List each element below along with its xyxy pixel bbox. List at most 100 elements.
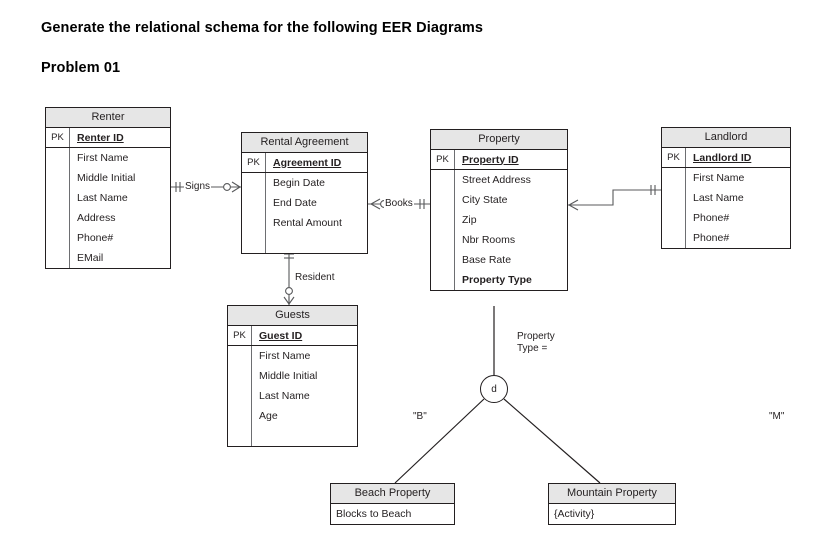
specialization-condition: Property Type = [516,331,556,355]
pk-marker: PK [242,153,266,172]
page-title: Generate the relational schema for the f… [41,20,484,36]
attribute-label: Rental Amount [273,217,342,229]
attribute-row: City State [431,190,567,210]
pk-cell-blank [46,208,70,228]
entity-beach-property[interactable]: Beach Property Blocks to Beach [330,483,455,525]
attribute-label: Blocks to Beach [336,508,412,520]
pk-marker: PK [431,150,455,169]
pk-marker: PK [46,128,70,147]
pk-cell-blank [242,213,266,233]
cardinality-resident-optional [285,287,293,295]
connector-property-landlord [568,189,661,206]
entity-mountain-property[interactable]: Mountain Property {Activity} [548,483,676,525]
entity-guests[interactable]: Guests PK Guest ID First Name Middle Ini… [227,305,358,447]
pk-cell-blank [662,208,686,228]
relationship-label-signs: Signs [184,181,212,192]
specialization-condition-line1: Property [517,331,555,342]
entity-property[interactable]: Property PK Property ID Street Address C… [430,129,568,291]
entity-rental-agreement[interactable]: Rental Agreement PK Agreement ID Begin D… [241,132,368,254]
pk-marker: PK [662,148,686,167]
attribute-label: Middle Initial [77,172,136,184]
entity-renter-key-row: PK Renter ID [46,128,170,148]
pk-cell-blank [662,228,686,248]
attribute-row: Address [46,208,170,228]
pk-cell-blank [46,168,70,188]
attribute-row: Street Address [431,170,567,190]
problem-title: Problem 01 [41,60,121,76]
attribute-row: Phone# [46,228,170,248]
pk-cell-blank [228,346,252,366]
attribute-label: Phone# [693,212,730,224]
specialization-condition-line2: Type = [517,343,548,354]
entity-rental-agreement-key: Agreement ID [273,156,342,169]
attribute-label: City State [462,194,508,206]
attribute-label: EMail [77,252,104,264]
attribute-label: Age [259,410,278,422]
pk-cell-blank [46,188,70,208]
attribute-label: Phone# [77,232,114,244]
cardinality-signs-many [231,181,242,193]
attribute-row: Middle Initial [46,168,170,188]
attribute-row-spacer [228,426,357,446]
attribute-row: Last Name [662,188,790,208]
attribute-row: EMail [46,248,170,268]
pk-cell-blank [431,190,455,210]
attribute-label: Street Address [462,174,531,186]
pk-cell-blank [228,366,252,386]
entity-landlord-key-row: PK Landlord ID [662,148,790,168]
attribute-row: First Name [662,168,790,188]
pk-cell-blank [662,168,686,188]
attribute-label: First Name [77,152,129,164]
attribute-row: Zip [431,210,567,230]
attribute-label: Middle Initial [259,370,318,382]
attribute-label: Nbr Rooms [462,234,516,246]
pk-cell-blank [431,170,455,190]
pk-cell-blank [46,228,70,248]
entity-renter[interactable]: Renter PK Renter ID First Name Middle In… [45,107,171,269]
entity-beach-property-title: Beach Property [331,484,454,504]
attribute-row: Rental Amount [242,213,367,233]
attribute-row: Phone# [662,228,790,248]
entity-renter-key: Renter ID [77,131,124,144]
relationship-label-books: Books [384,198,414,209]
pk-cell-blank [431,270,455,290]
attribute-label: First Name [259,350,311,362]
attribute-label: Last Name [693,192,744,204]
entity-property-discriminator: Property Type [462,274,532,286]
attribute-row: End Date [242,193,367,213]
disjoint-specialization-circle: d [480,375,508,403]
pk-marker: PK [228,326,252,345]
attribute-row: Nbr Rooms [431,230,567,250]
attribute-label: Address [77,212,116,224]
attribute-row: Base Rate [431,250,567,270]
attribute-row: Age [228,406,357,426]
pk-cell-blank [431,250,455,270]
entity-landlord-key: Landlord ID [693,151,752,164]
attribute-row: Last Name [228,386,357,406]
attribute-row: Middle Initial [228,366,357,386]
pk-cell-blank [242,173,266,193]
entity-landlord[interactable]: Landlord PK Landlord ID First Name Last … [661,127,791,249]
cardinality-resident-many [283,296,295,305]
attribute-row: Begin Date [242,173,367,193]
entity-landlord-title: Landlord [662,128,790,148]
attribute-label: Last Name [77,192,128,204]
pk-cell-blank [242,233,266,253]
entity-guests-title: Guests [228,306,357,326]
entity-guests-key-row: PK Guest ID [228,326,357,346]
attribute-label: {Activity} [554,508,595,520]
entity-property-title: Property [431,130,567,150]
entity-rental-agreement-key-row: PK Agreement ID [242,153,367,173]
attribute-label: Zip [462,214,477,226]
connector-specialization-beach [394,398,485,484]
entity-property-key-row: PK Property ID [431,150,567,170]
discriminator-row: Property Type [431,270,567,290]
entity-mountain-property-title: Mountain Property [549,484,675,504]
entity-guests-key: Guest ID [259,329,303,342]
attribute-label: Base Rate [462,254,512,266]
attribute-label: Last Name [259,390,310,402]
attribute-row: First Name [46,148,170,168]
specialization-branch-label-beach: "B" [412,411,428,422]
